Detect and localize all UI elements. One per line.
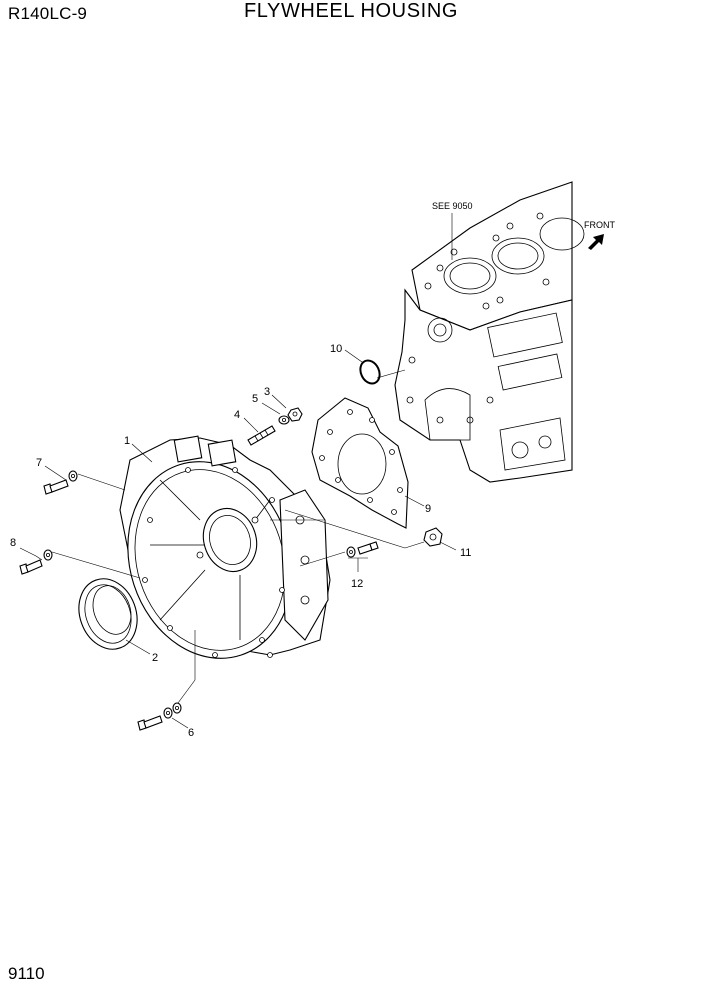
o-ring-illustration: [359, 359, 381, 385]
plug-illustration: [423, 527, 443, 547]
front-arrow-icon: [588, 234, 604, 250]
callout-10: 10: [330, 343, 342, 355]
callout-9: 9: [425, 503, 431, 515]
callout-12: 12: [351, 578, 363, 590]
see-reference-note: SEE 9050: [432, 201, 473, 211]
callout-11: 11: [460, 547, 471, 559]
callout-6: 6: [188, 727, 194, 739]
washer-hole: [281, 417, 286, 422]
washer-illustration: [278, 415, 290, 425]
page-number: 9110: [8, 964, 45, 983]
oil-seal-illustration: [78, 578, 138, 650]
bolt-12-illustration: [346, 541, 379, 558]
flywheel-housing-illustration: [119, 435, 331, 659]
page-title: FLYWHEEL HOUSING: [243, 0, 459, 22]
nut-illustration: [287, 407, 303, 422]
bolt-8-illustration: [19, 549, 53, 575]
bolt-7-illustration: [43, 470, 78, 495]
callout-1: 1: [124, 435, 130, 447]
gasket-illustration: [311, 397, 409, 529]
front-direction-label: FRONT: [584, 220, 615, 230]
callout-4: 4: [234, 409, 240, 421]
model-number: R140LC-9: [8, 4, 88, 23]
leader-lines: [19, 349, 457, 729]
engine-block-illustration: [394, 181, 585, 483]
callout-2: 2: [152, 652, 158, 664]
callout-3: 3: [264, 386, 270, 398]
callout-5: 5: [252, 393, 258, 405]
bolt-6-illustration: [137, 702, 182, 731]
callout-8: 8: [10, 537, 16, 549]
stud-illustration: [247, 425, 276, 446]
callout-7: 7: [36, 457, 42, 469]
